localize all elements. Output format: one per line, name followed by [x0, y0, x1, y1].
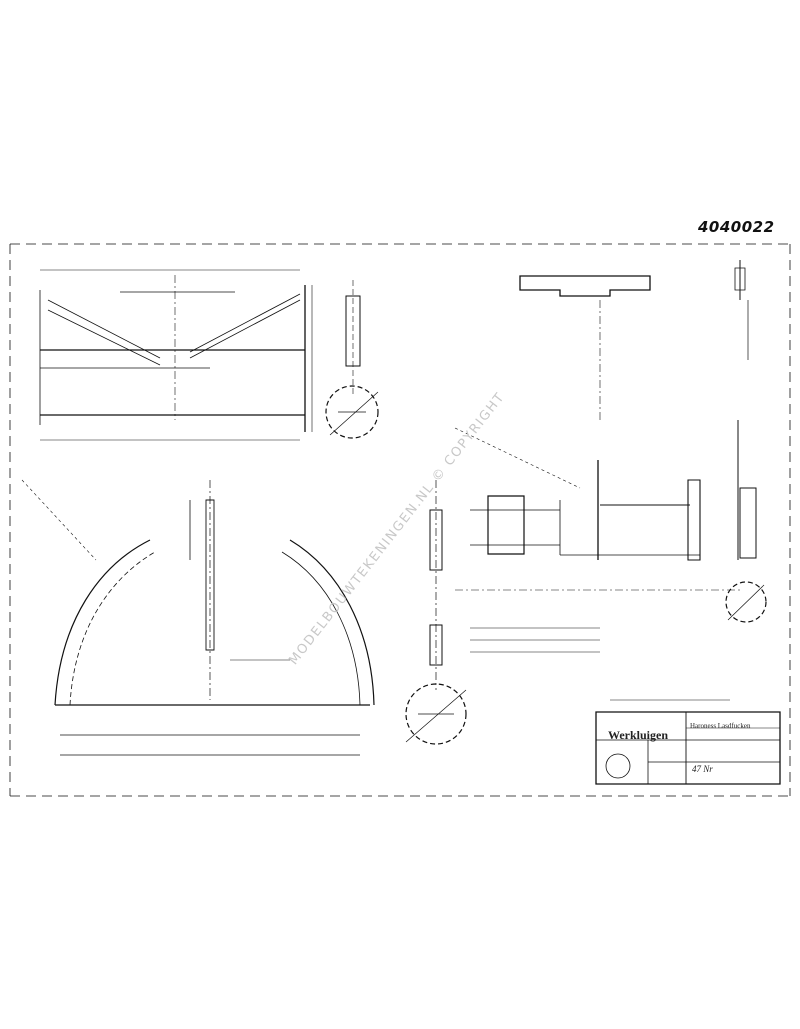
t-bracket-view: [520, 260, 748, 420]
shaft-view: [406, 480, 466, 744]
title-block: [596, 700, 780, 784]
drawing-number: 4040022: [698, 218, 775, 236]
section-detail-a: [326, 280, 378, 438]
sheet-border: [10, 244, 790, 796]
arch-bow-view: [22, 480, 374, 755]
frame-top-view: [40, 270, 312, 440]
title-block-company: Werkluigen: [608, 728, 669, 742]
title-block-number: 47 Nr: [692, 764, 713, 774]
hinge-assembly-view: [455, 420, 766, 652]
title-block-title: Haroness Lasdfucken: [690, 722, 751, 730]
